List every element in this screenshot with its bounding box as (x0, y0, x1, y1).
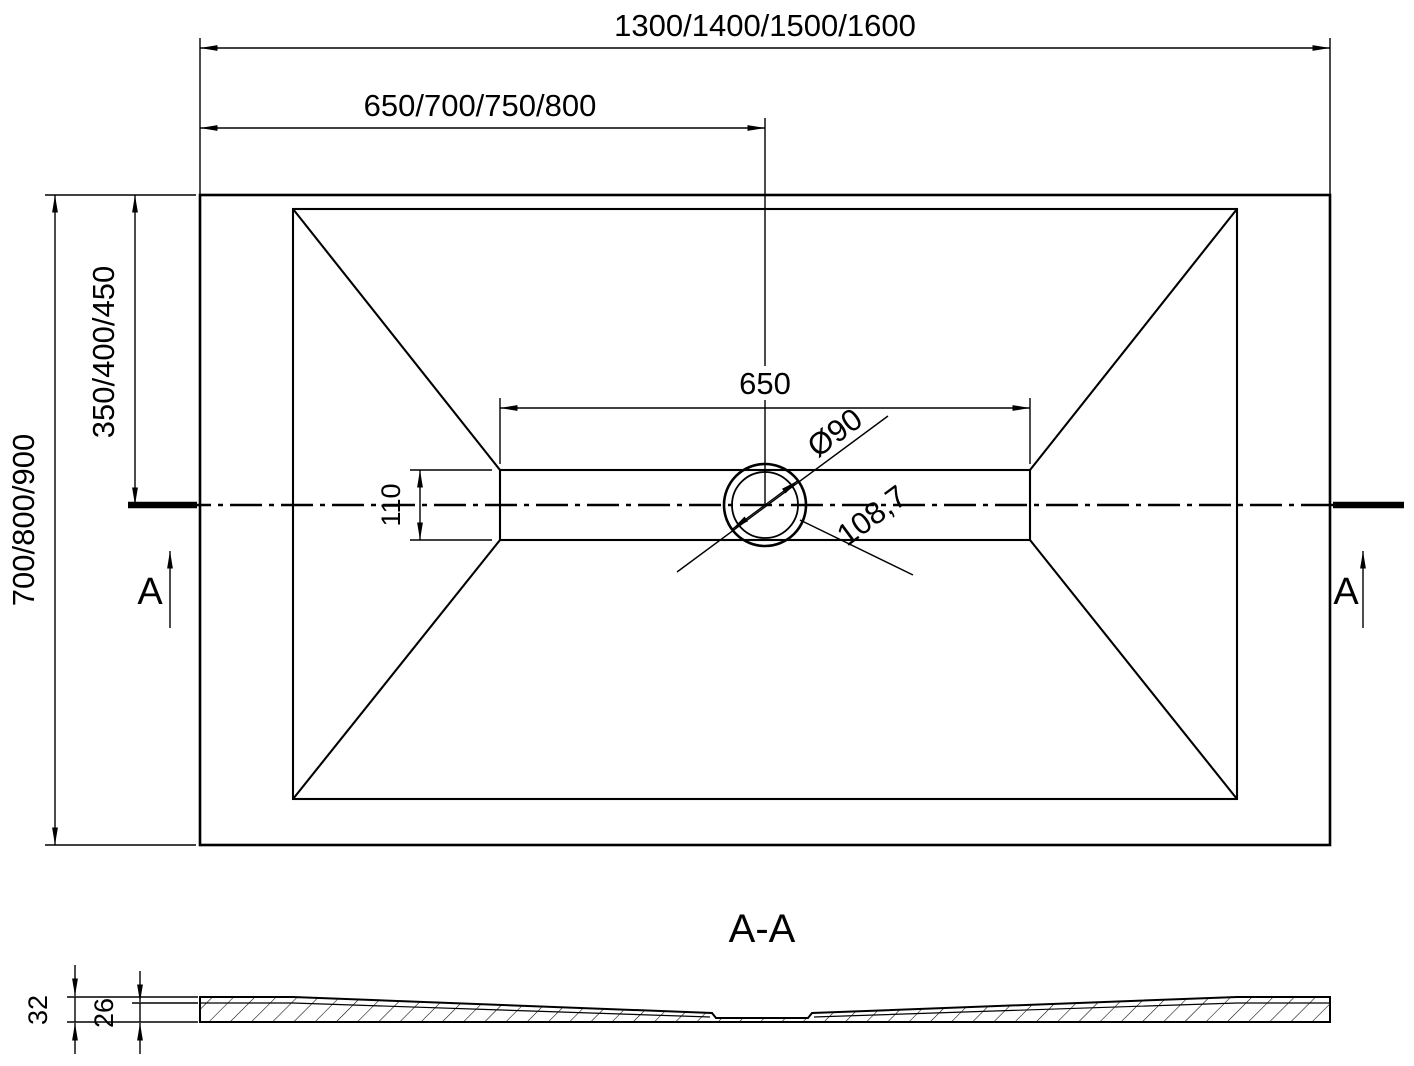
top-view: A A 1300/1400/1500/1600 650/700/750/800 (6, 8, 1404, 847)
drain-diameter-arrow (731, 504, 766, 530)
dim-drain: Ø90 108,7 (676, 401, 914, 576)
section-cut-line: A A (128, 501, 1404, 628)
drain-diameter-leader (676, 415, 889, 573)
dim-section-inner-height: 26 (89, 971, 198, 1054)
dim-channel-width: 110 (376, 469, 492, 541)
dim-depth-to-drain: 350/400/450 (86, 195, 138, 505)
slope-diagonal-top-right (1029, 208, 1238, 471)
section-title: A-A (729, 907, 796, 951)
dim-channel-length: 650 (499, 366, 1031, 464)
drain-diagonal-leader (799, 519, 914, 576)
dim-label-overall-depth: 700/800/900 (6, 434, 41, 606)
slope-diagonal-bottom-left (292, 539, 501, 800)
dim-overall-width: 1300/1400/1500/1600 (199, 8, 1331, 195)
label-backing (728, 366, 802, 400)
slope-diagonal-bottom-right (1029, 539, 1238, 800)
dim-label-drain-diagonal: 108,7 (830, 478, 913, 552)
drain-diameter-arrow (764, 480, 799, 506)
dim-label-width-to-drain: 650/700/750/800 (364, 88, 597, 123)
section-inner-surface-line (200, 1002, 1330, 1018)
section-label-right: A (1333, 571, 1359, 613)
dim-overall-depth: 700/800/900 (6, 194, 196, 846)
dim-label-depth-to-drain: 350/400/450 (86, 266, 121, 438)
dim-label-channel-length: 650 (739, 366, 791, 401)
section-profile (199, 996, 1331, 1023)
dim-section-total-height: 32 (23, 965, 198, 1054)
dim-label-overall-width: 1300/1400/1500/1600 (614, 8, 916, 43)
slope-diagonal-top-left (292, 208, 501, 471)
dim-label-inner-height: 26 (89, 998, 119, 1028)
section-label-left: A (137, 571, 163, 613)
dim-width-to-drain: 650/700/750/800 (200, 88, 765, 131)
dim-label-total-height: 32 (23, 995, 53, 1025)
section-view: A-A 32 26 (23, 907, 1331, 1054)
dim-label-channel-width: 110 (376, 483, 406, 526)
